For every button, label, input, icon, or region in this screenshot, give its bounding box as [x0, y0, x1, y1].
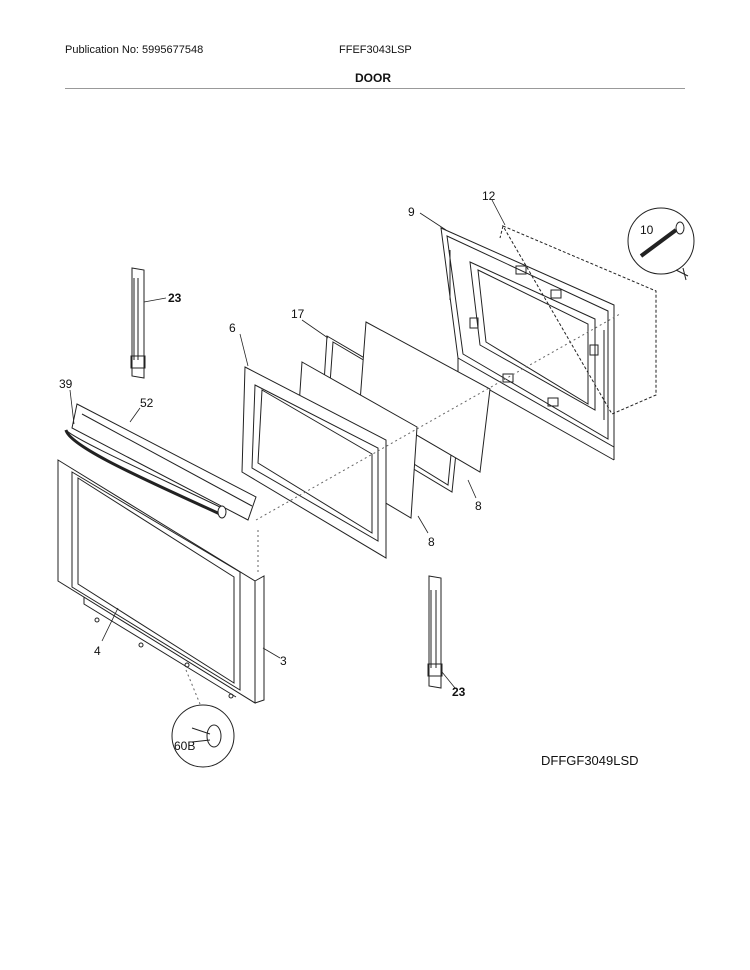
callout-4: 4 — [94, 644, 101, 658]
alignment-lines — [185, 313, 621, 705]
callout-17: 17 — [291, 307, 305, 321]
section-title: DOOR — [355, 71, 391, 85]
publication-number: Publication No: 5995677548 — [65, 44, 204, 56]
callout-60b: 60B — [174, 739, 195, 753]
callout-10: 10 — [640, 223, 654, 237]
screw-detail-callout — [627, 207, 695, 281]
hinge-left-part — [130, 267, 146, 379]
callout-12: 12 — [482, 189, 496, 203]
callout-23-right: 23 — [452, 685, 466, 699]
door-liner-part — [241, 366, 387, 559]
small-screws — [94, 617, 234, 699]
screw-60b-callout — [171, 704, 235, 768]
callout-39: 39 — [59, 377, 73, 391]
callout-3: 3 — [280, 654, 287, 668]
leader-lines — [69, 199, 506, 689]
callout-8-right: 8 — [475, 499, 482, 513]
header-divider — [65, 88, 685, 89]
door-handle-part — [64, 429, 227, 519]
door-gasket-part — [499, 224, 657, 415]
callout-9: 9 — [408, 205, 415, 219]
callout-23-left: 23 — [168, 291, 182, 305]
callout-8-left: 8 — [428, 535, 435, 549]
callout-52: 52 — [140, 396, 154, 410]
callout-6: 6 — [229, 321, 236, 335]
inner-door-frame-part — [440, 227, 615, 461]
model-number: FFEF3043LSP — [339, 44, 412, 56]
diagram-code: DFFGF3049LSD — [541, 753, 639, 768]
hinge-right-part — [427, 575, 443, 689]
outer-door-panel-part — [57, 459, 265, 704]
